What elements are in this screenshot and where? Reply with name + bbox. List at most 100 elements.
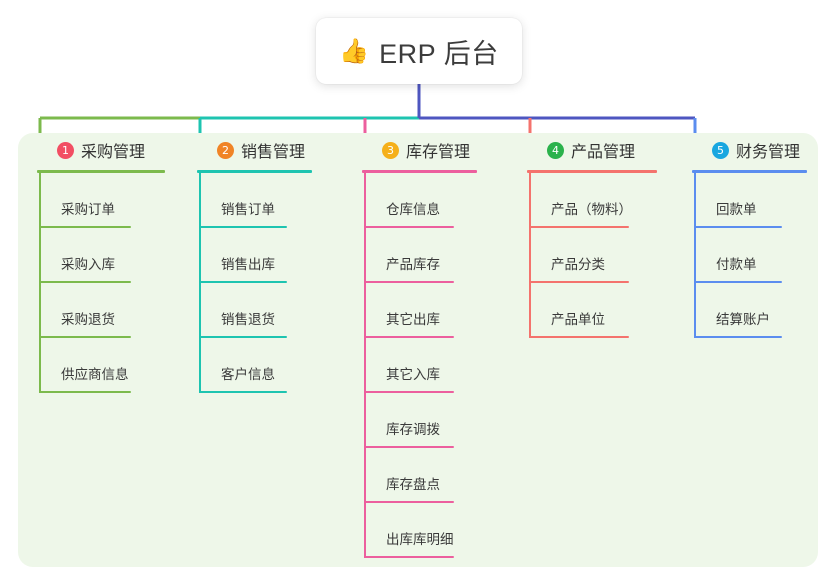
- branch-item-underline: [364, 226, 454, 228]
- branch-item-underline: [39, 391, 131, 393]
- branch-item-underline: [199, 281, 287, 283]
- branch-spine-3: [364, 173, 366, 558]
- branch-header-1[interactable]: 1 采购管理: [37, 133, 165, 167]
- branch-items-1: 采购订单采购入库采购退货供应商信息: [37, 173, 165, 393]
- branch-item-label: 客户信息: [221, 367, 275, 382]
- branch-item-label: 产品单位: [551, 312, 605, 327]
- branch-header-3[interactable]: 3 库存管理: [362, 133, 477, 167]
- branch-header-2[interactable]: 2 销售管理: [197, 133, 312, 167]
- branch-header-4[interactable]: 4 产品管理: [527, 133, 657, 167]
- branch-item[interactable]: 回款单: [692, 173, 807, 228]
- branch-title-1: 采购管理: [81, 144, 146, 161]
- branch-item[interactable]: 其它出库: [362, 283, 477, 338]
- branch-item-underline: [529, 281, 629, 283]
- branch-title-4: 产品管理: [571, 144, 636, 161]
- branch-item[interactable]: 供应商信息: [37, 338, 165, 393]
- branch-item-label: 销售出库: [221, 257, 275, 272]
- branch-item[interactable]: 采购退货: [37, 283, 165, 338]
- branch-item-label: 产品分类: [551, 257, 605, 272]
- branch-column-1: 1 采购管理采购订单采购入库采购退货供应商信息: [37, 133, 165, 393]
- branch-column-4: 4 产品管理产品（物料） 产品分类产品单位: [527, 133, 657, 338]
- branch-underline-1: [37, 170, 165, 173]
- branch-column-3: 3 库存管理仓库信息产品库存其它出库其它入库库存调拨库存盘点出库库明细: [362, 133, 477, 558]
- branch-spine-1: [39, 173, 41, 393]
- branch-items-3: 仓库信息产品库存其它出库其它入库库存调拨库存盘点出库库明细: [362, 173, 477, 558]
- branch-title-3: 库存管理: [406, 144, 471, 161]
- branch-title-2: 销售管理: [241, 144, 306, 161]
- branch-item-underline: [364, 501, 454, 503]
- branch-spine-2: [199, 173, 201, 393]
- thumbs-up-icon: 👍: [339, 37, 370, 65]
- branch-item-label: 供应商信息: [61, 367, 129, 382]
- branch-item[interactable]: 仓库信息: [362, 173, 477, 228]
- branch-item-label: 销售订单: [221, 202, 275, 217]
- branch-item[interactable]: 产品分类: [527, 228, 657, 283]
- branch-item[interactable]: 库存盘点: [362, 448, 477, 503]
- branch-item-label: 库存盘点: [386, 477, 440, 492]
- branch-item-label: 产品库存: [386, 257, 440, 272]
- branch-item[interactable]: 销售订单: [197, 173, 312, 228]
- branch-item-label: 采购入库: [61, 257, 115, 272]
- branch-item-label: 出库库明细: [386, 532, 454, 547]
- branch-item-underline: [364, 336, 454, 338]
- branch-item[interactable]: 产品（物料）: [527, 173, 657, 228]
- branch-underline-4: [527, 170, 657, 173]
- branch-item-underline: [39, 336, 131, 338]
- branch-item-underline: [364, 556, 454, 558]
- branch-badge-3: 3: [382, 141, 399, 159]
- branch-badge-4: 4: [547, 141, 564, 159]
- branch-column-2: 2 销售管理销售订单销售出库销售退货客户信息: [197, 133, 312, 393]
- branch-item[interactable]: 销售出库: [197, 228, 312, 283]
- branch-underline-3: [362, 170, 477, 173]
- branch-item-underline: [199, 226, 287, 228]
- branch-item-underline: [199, 336, 287, 338]
- branch-item[interactable]: 库存调拨: [362, 393, 477, 448]
- branch-item[interactable]: 产品库存: [362, 228, 477, 283]
- branch-badge-5: 5: [712, 141, 729, 159]
- branch-badge-2: 2: [217, 141, 234, 159]
- branch-item-underline: [529, 336, 629, 338]
- branch-item-label: 回款单: [716, 202, 757, 217]
- branch-item[interactable]: 客户信息: [197, 338, 312, 393]
- branch-item-underline: [694, 336, 782, 338]
- root-node-card[interactable]: 👍 ERP 后台: [316, 18, 522, 84]
- branch-items-5: 回款单付款单结算账户: [692, 173, 807, 338]
- branch-item[interactable]: 付款单: [692, 228, 807, 283]
- branch-item-underline: [364, 391, 454, 393]
- branch-item-label: 付款单: [716, 257, 757, 272]
- branch-item-underline: [694, 226, 782, 228]
- branch-item-underline: [39, 226, 131, 228]
- branch-spine-4: [529, 173, 531, 338]
- branch-item-underline: [694, 281, 782, 283]
- branch-column-5: 5 财务管理回款单付款单结算账户: [692, 133, 807, 338]
- branch-item-label: 采购订单: [61, 202, 115, 217]
- branch-underline-2: [197, 170, 312, 173]
- branch-item-label: 库存调拨: [386, 422, 440, 437]
- branch-item[interactable]: 采购入库: [37, 228, 165, 283]
- branch-item-label: 采购退货: [61, 312, 115, 327]
- root-node-content: 👍 ERP 后台: [339, 32, 498, 71]
- branch-item[interactable]: 其它入库: [362, 338, 477, 393]
- branch-item[interactable]: 结算账户: [692, 283, 807, 338]
- branch-item-label: 结算账户: [716, 312, 770, 327]
- branch-header-5[interactable]: 5 财务管理: [692, 133, 807, 167]
- branch-item-underline: [529, 226, 629, 228]
- branch-title-5: 财务管理: [736, 144, 801, 161]
- branch-item-label: 仓库信息: [386, 202, 440, 217]
- branch-item-label: 其它出库: [386, 312, 440, 327]
- branch-item-label: 销售退货: [221, 312, 275, 327]
- branch-badge-1: 1: [57, 141, 74, 159]
- branch-item[interactable]: 采购订单: [37, 173, 165, 228]
- branch-item[interactable]: 产品单位: [527, 283, 657, 338]
- root-node-title: ERP 后台: [379, 38, 499, 69]
- branch-item[interactable]: 出库库明细: [362, 503, 477, 558]
- branch-item-label: 其它入库: [386, 367, 440, 382]
- branch-underline-5: [692, 170, 807, 173]
- branch-items-4: 产品（物料） 产品分类产品单位: [527, 173, 657, 338]
- branch-items-2: 销售订单销售出库销售退货客户信息: [197, 173, 312, 393]
- branches-panel: [18, 133, 818, 567]
- branch-item[interactable]: 销售退货: [197, 283, 312, 338]
- branch-columns: 1 采购管理采购订单采购入库采购退货供应商信息 2 销售管理销售订单销售出库销售退货客…: [18, 133, 818, 567]
- branch-item-underline: [364, 281, 454, 283]
